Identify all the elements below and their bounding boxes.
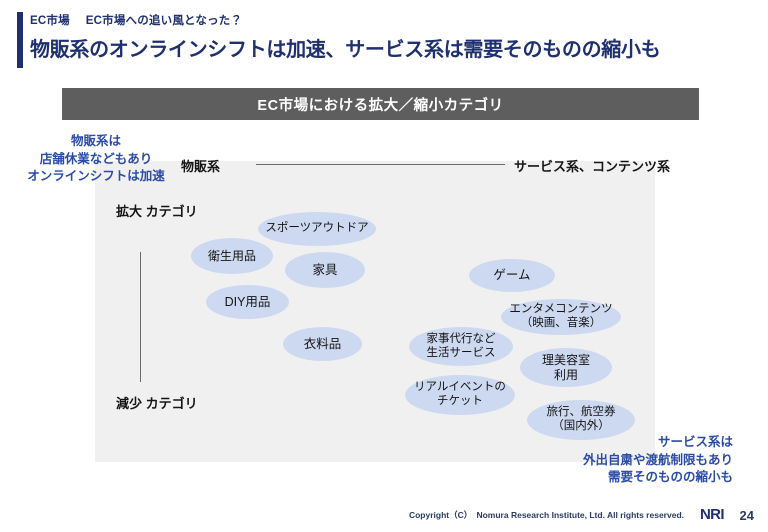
page-number: 24 <box>739 508 754 523</box>
page-title: 物販系のオンラインシフトは加速、サービス系は需要そのものの縮小も <box>30 39 661 61</box>
annotation-right: サービス系は 外出自粛や渡航制限もあり 需要そのものの縮小も <box>582 435 733 484</box>
chart-bubble: DIY用品 <box>206 285 289 319</box>
eyebrow-category: EC市場 <box>30 15 70 27</box>
chart-bubble: 旅行、航空券 （国内外） <box>527 400 635 440</box>
eyebrow-row: EC市場 EC市場への追い風となった？ <box>30 12 242 28</box>
slide-footer: Copyright（C） Nomura Research Institute, … <box>0 503 768 523</box>
axis-line-horizontal <box>256 164 505 165</box>
chart-bubble: 家事代行など 生活サービス <box>409 327 513 366</box>
chart-banner-title: EC市場における拡大／縮小カテゴリ <box>257 97 504 114</box>
axis-label-y-bottom: 減少 カテゴリ <box>116 396 198 411</box>
eyebrow-question: EC市場への追い風となった？ <box>85 15 243 27</box>
axis-label-y-top: 拡大 カテゴリ <box>116 204 198 219</box>
chart-bubble: ゲーム <box>469 259 555 292</box>
header-accent-bar <box>17 12 23 68</box>
annotation-left: 物販系は 店舗休業などもあり オンラインシフトは加速 <box>27 134 165 183</box>
axis-label-x-right: サービス系、コンテンツ系 <box>514 159 671 174</box>
chart-bubble: 衛生用品 <box>191 238 273 274</box>
footer-copyright: Copyright（C） Nomura Research Institute, … <box>408 510 684 520</box>
axis-line-vertical <box>140 252 141 382</box>
chart-banner: EC市場における拡大／縮小カテゴリ <box>62 88 699 120</box>
chart-bubble: スポーツアウトドア <box>258 212 376 246</box>
chart-bubble: エンタメコンテンツ （映画、音楽） <box>501 299 621 335</box>
axis-label-x-left: 物販系 <box>181 159 221 174</box>
chart-bubble: 家具 <box>285 252 365 288</box>
chart-bubble: 衣料品 <box>283 327 362 361</box>
nri-logo: NRI <box>699 506 725 523</box>
slide-header: EC市場 EC市場への追い風となった？ 物販系のオンラインシフトは加速、サービス… <box>0 0 768 78</box>
chart-bubble: リアルイベントの チケット <box>405 375 515 415</box>
chart-bubble: 理美容室 利用 <box>520 348 612 387</box>
